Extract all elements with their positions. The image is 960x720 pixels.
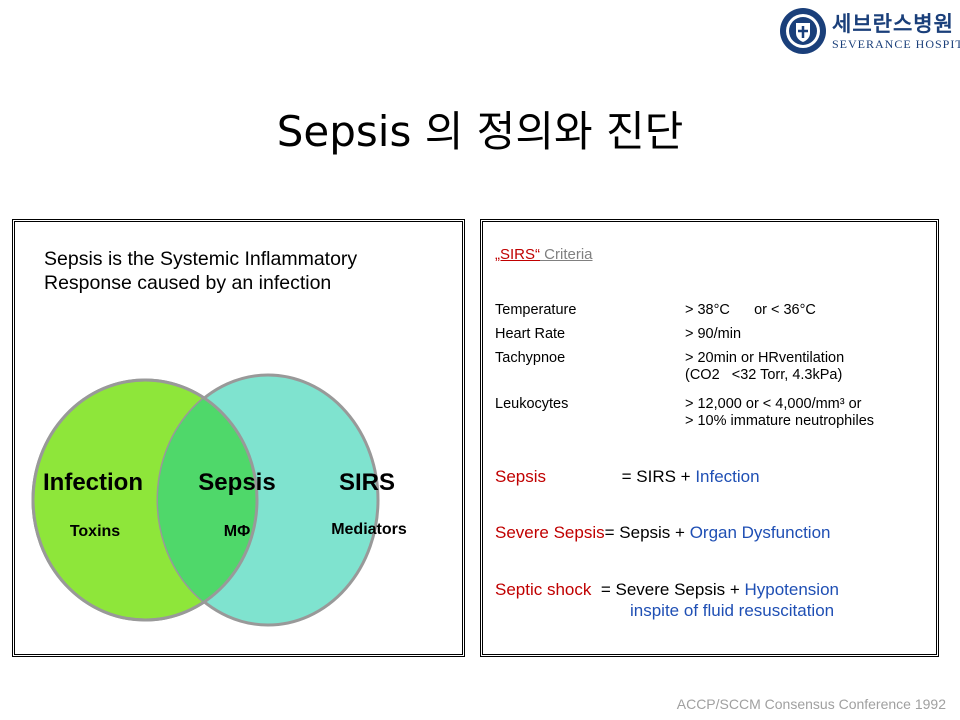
definition-addition: Hypotension	[744, 580, 839, 599]
definition-term: Sepsis	[495, 467, 547, 486]
criteria-value: > 90/min	[685, 326, 742, 342]
definition-term: Severe Sepsis	[495, 523, 605, 542]
mediators-label: Mediators	[331, 521, 407, 538]
criteria-value: > 38°C or < 36°C	[685, 302, 816, 318]
criteria-label: Heart Rate	[495, 326, 566, 342]
definition-addition: Organ Dysfunction	[689, 523, 831, 542]
macrophage-label: MΦ	[224, 523, 250, 540]
sepsis-intro: Sepsis is the Systemic Inflammatory Resp…	[44, 247, 454, 295]
intro-line-2: Response caused by an infection	[44, 272, 332, 294]
definition-equation: = SIRS +	[546, 467, 696, 486]
criteria-label: Leukocytes	[495, 396, 569, 412]
definition-severe-sepsis: Severe Sepsis= Sepsis + Organ Dysfunctio…	[495, 522, 830, 543]
definition-equation: = Sepsis +	[604, 523, 690, 542]
toxins-label: Toxins	[70, 523, 120, 540]
criteria-value: > 20min or HRventilation	[685, 350, 845, 366]
sepsis-label: Sepsis	[198, 469, 275, 496]
sepsis-overlap	[158, 380, 257, 620]
venn-diagram: Infection Toxins Sepsis MΦ SIRS Mediator…	[31, 373, 407, 627]
slide-title: Sepsis 의 정의와 진단	[276, 107, 684, 156]
criteria-value: > 12,000 or < 4,000/mm³ or	[685, 396, 862, 412]
criteria-value-line-2: > 10% immature neutrophiles	[685, 413, 875, 429]
venn-panel: Sepsis is the Systemic Inflammatory Resp…	[12, 219, 465, 657]
definition-addition: Infection	[695, 467, 760, 486]
criteria-value-line-2: (CO2 <32 Torr, 4.3kPa)	[685, 367, 843, 383]
criteria-label: Temperature	[495, 302, 577, 318]
logo-english-text: SEVERANCE HOSPITAL	[832, 37, 960, 51]
definition-sepsis: Sepsis = SIRS + Infection	[495, 466, 760, 487]
criteria-label: Tachypnoe	[495, 350, 566, 366]
definition-septic-shock: Septic shock = Severe Sepsis + Hypotensi…	[495, 579, 839, 620]
sirs-label: SIRS	[339, 469, 395, 496]
sirs-criteria-title-sirs: „SIRS“	[495, 246, 540, 263]
logo-korean-text: 세브란스병원	[832, 12, 954, 36]
infection-label: Infection	[43, 469, 143, 496]
hospital-logo: 세브란스병원 SEVERANCE HOSPITAL	[776, 4, 960, 60]
hospital-seal-icon	[780, 8, 826, 54]
definition-term: Septic shock	[495, 580, 592, 599]
citation-footer: ACCP/SCCM Consensus Conference 1992	[676, 696, 946, 712]
criteria-panel: „SIRS“ Criteria Temperature > 38°C or < …	[480, 219, 939, 657]
intro-line-1: Sepsis is the Systemic Inflammatory	[44, 248, 358, 270]
sirs-criteria-title-criteria: Criteria	[540, 246, 593, 263]
sirs-criteria-title: „SIRS“ Criteria	[495, 246, 593, 263]
definition-equation: = Severe Sepsis +	[591, 580, 745, 599]
definition-line-2: inspite of fluid resuscitation	[630, 601, 835, 620]
